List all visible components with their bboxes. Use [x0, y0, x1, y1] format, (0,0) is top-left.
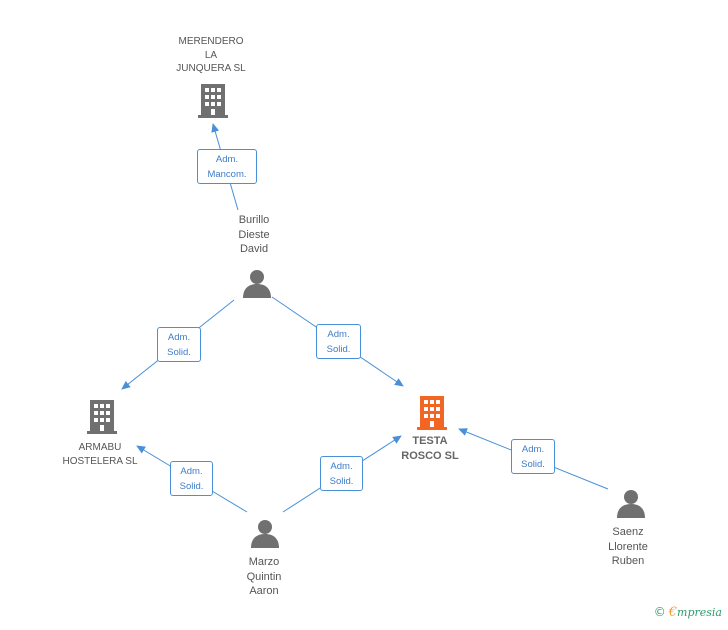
person-icon[interactable] — [243, 270, 271, 298]
person-label-marzo[interactable]: Marzo Quintin Aaron — [246, 556, 282, 597]
company-label-testa[interactable]: TESTA ROSCO SL — [401, 435, 459, 462]
brand-logo-initial: € — [668, 605, 678, 620]
focus-building-icon[interactable] — [417, 396, 447, 430]
role-badge-burillo-armabu: Adm. Solid. — [157, 327, 201, 362]
role-badge-marzo-testa: Adm. Solid. — [320, 456, 363, 491]
building-icon[interactable] — [198, 84, 228, 118]
person-label-saenz[interactable]: Saenz Llorente Ruben — [608, 526, 648, 567]
copyright-icon: © — [653, 605, 666, 619]
company-label-merendero[interactable]: MERENDERO LA JUNQUERA SL — [176, 36, 246, 74]
brand-footer: ©€mpresia — [654, 605, 722, 620]
role-badge-saenz-testa: Adm. Solid. — [511, 439, 555, 474]
person-icon[interactable] — [617, 490, 645, 518]
building-icon[interactable] — [87, 400, 117, 434]
role-badge-burillo-merendero: Adm. Mancom. — [197, 149, 257, 184]
person-icon[interactable] — [251, 520, 279, 548]
company-label-armabu[interactable]: ARMABU HOSTELERA SL — [62, 442, 138, 467]
person-label-burillo[interactable]: Burillo Dieste David — [238, 214, 270, 255]
role-badge-marzo-armabu: Adm. Solid. — [170, 461, 213, 496]
role-badge-burillo-testa: Adm. Solid. — [316, 324, 361, 359]
brand-logo-text: mpresia — [677, 606, 722, 619]
